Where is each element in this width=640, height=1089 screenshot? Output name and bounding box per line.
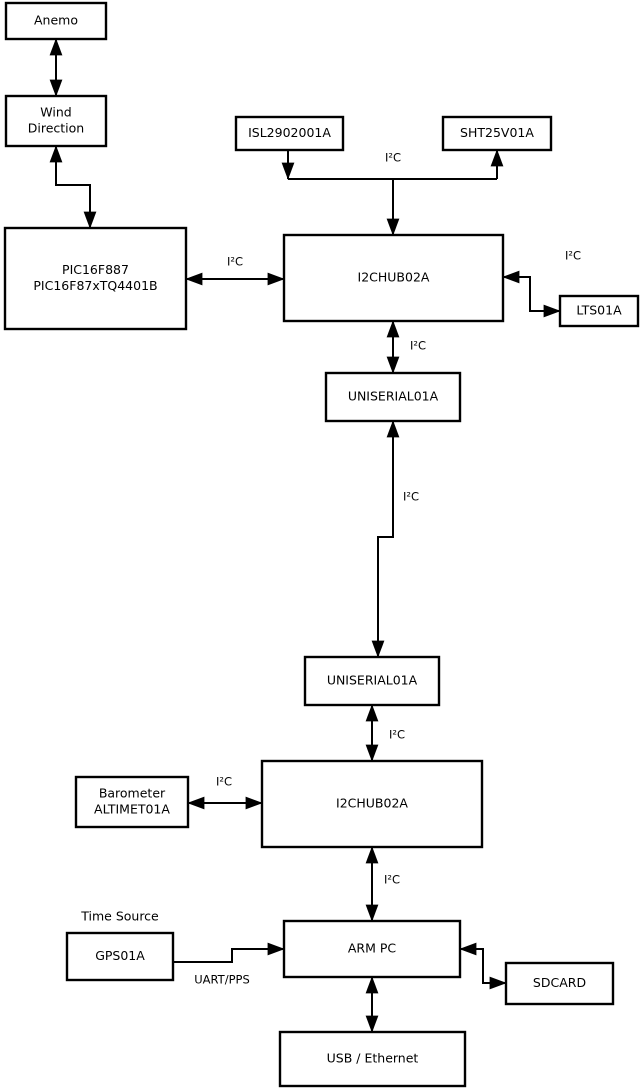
edge-label-barometer-hub: I²C xyxy=(216,775,232,789)
node-usbeth[interactable]: USB / Ethernet xyxy=(278,1030,467,1088)
nodes-layer: AnemoWindDirectionPIC16F887PIC16F87xTQ44… xyxy=(3,1,640,1088)
edge-uni-hub-bottom: I²C xyxy=(365,704,405,762)
node-sdcard[interactable]: SDCARD xyxy=(504,961,615,1006)
node-label-gps: GPS01A xyxy=(95,948,145,963)
node-box-uni_bottom[interactable] xyxy=(303,655,441,707)
node-label-sht: SHT25V01A xyxy=(460,125,534,140)
node-label-uni_bottom: UNISERIAL01A xyxy=(327,673,418,688)
node-box-hub_top[interactable] xyxy=(282,233,505,323)
node-box-uni_top[interactable] xyxy=(324,371,462,423)
node-box-wind[interactable] xyxy=(4,94,108,148)
edge-pic-hub: I²C xyxy=(185,255,285,286)
edge-gps-armpc: UART/PPS xyxy=(173,942,285,987)
node-lts[interactable]: LTS01A xyxy=(558,294,640,328)
node-armpc[interactable]: ARM PC xyxy=(282,919,462,979)
edge-line-step-bidirectional xyxy=(459,942,507,990)
node-label-hub_bottom: I2CHUB02A xyxy=(336,796,408,811)
node-label-hub_top: I2CHUB02A xyxy=(358,270,430,285)
node-box-hub_bottom[interactable] xyxy=(260,759,484,849)
node-box-anemo[interactable] xyxy=(4,1,108,41)
node-hub_top[interactable]: I2CHUB02A xyxy=(282,233,505,323)
node-box-lts[interactable] xyxy=(558,294,640,328)
edges-layer: I²C I²C I²C I²C I²C I²C I²C I²C UART/PPS xyxy=(49,38,581,1033)
node-label-barometer: ALTIMET01A xyxy=(94,802,170,817)
node-anemo[interactable]: Anemo xyxy=(4,1,108,41)
node-label-isl: ISL2902001A xyxy=(248,125,331,140)
edge-label-uni-hub-bottom: I²C xyxy=(389,728,405,742)
node-label-lts: LTS01A xyxy=(576,303,622,318)
node-label-barometer: Barometer xyxy=(99,786,166,801)
edge-line-step xyxy=(55,146,97,229)
edge-hub-uni-top: I²C xyxy=(386,320,426,374)
node-label-uni_top: UNISERIAL01A xyxy=(348,389,439,404)
edge-hub-sensors-bus: I²C xyxy=(281,149,504,236)
edge-label-pic-hub: I²C xyxy=(227,255,243,269)
node-box-gps[interactable] xyxy=(65,931,175,982)
node-label-pic: PIC16F887 xyxy=(62,262,129,277)
edge-uni-uni-link: I²C xyxy=(371,420,419,658)
node-label-wind: Direction xyxy=(28,121,84,136)
node-box-pic[interactable] xyxy=(3,226,188,331)
edge-label-hub-lts: I²C xyxy=(565,249,581,263)
node-label-anemo: Anemo xyxy=(34,13,78,28)
edge-label-uni-uni-link: I²C xyxy=(403,490,419,504)
node-box-isl[interactable] xyxy=(234,115,345,152)
node-label-wind: Wind xyxy=(40,105,71,120)
edge-hub-lts: I²C xyxy=(502,249,581,318)
edge-line-step xyxy=(173,942,285,963)
node-hub_bottom[interactable]: I2CHUB02A xyxy=(260,759,484,849)
node-box-armpc[interactable] xyxy=(282,919,462,979)
edge-line-step-bidirectional xyxy=(502,270,561,318)
free-label-time-source: Time Source xyxy=(80,909,159,924)
node-uni_top[interactable]: UNISERIAL01A xyxy=(324,371,462,423)
node-sht[interactable]: SHT25V01A xyxy=(441,115,553,152)
node-isl[interactable]: ISL2902001A xyxy=(234,115,345,152)
edge-wind-pic xyxy=(49,145,97,229)
edge-armpc-sdcard xyxy=(459,942,507,990)
node-box-usbeth[interactable] xyxy=(278,1030,467,1088)
edge-barometer-hub: I²C xyxy=(187,775,263,810)
node-box-sdcard[interactable] xyxy=(504,961,615,1006)
node-label-pic: PIC16F87xTQ4401B xyxy=(33,278,157,293)
edge-label-hub-uni-top: I²C xyxy=(410,339,426,353)
node-uni_bottom[interactable]: UNISERIAL01A xyxy=(303,655,441,707)
node-box-sht[interactable] xyxy=(441,115,553,152)
edge-label-hub-armpc: I²C xyxy=(384,873,400,887)
node-label-armpc: ARM PC xyxy=(348,941,397,956)
edge-hub-armpc: I²C xyxy=(365,846,400,922)
edge-line-step-bidirectional xyxy=(371,420,400,658)
edge-label-hub-sensors-bus: I²C xyxy=(385,151,401,165)
node-gps[interactable]: GPS01A xyxy=(65,931,175,982)
free-labels-layer: Time Source xyxy=(80,909,159,924)
node-label-usbeth: USB / Ethernet xyxy=(327,1051,419,1066)
node-box-barometer[interactable] xyxy=(74,775,190,829)
node-label-sdcard: SDCARD xyxy=(533,975,586,990)
edge-label-gps-armpc: UART/PPS xyxy=(194,973,250,987)
